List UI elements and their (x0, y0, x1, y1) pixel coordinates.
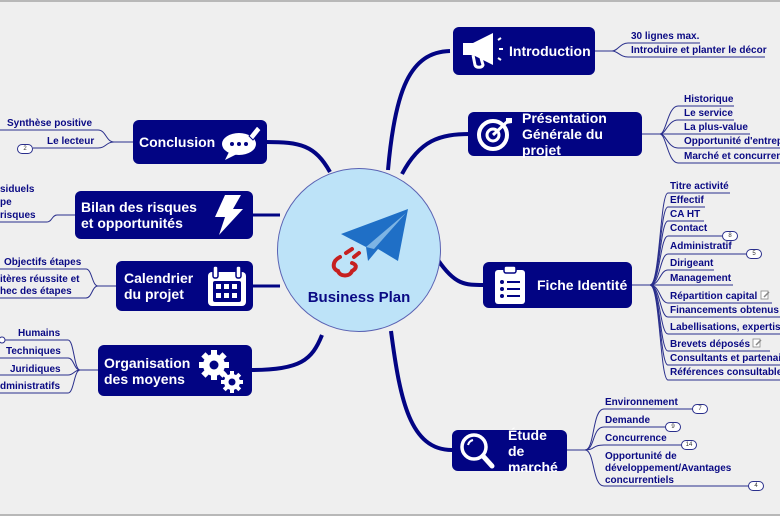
leaf-opportunite-developpement[interactable]: Opportunité de développement/Avantages c… (605, 451, 732, 486)
leaf-environnement[interactable]: Environnement (605, 397, 678, 408)
branch-organisation (251, 334, 324, 372)
branch-introduction (386, 49, 451, 171)
leaf-le-service[interactable]: Le service (684, 108, 733, 119)
leaf-risques[interactable]: risques (0, 210, 36, 221)
leaf-financements[interactable]: Financements obtenus (670, 305, 779, 316)
leaf-objectifs-etapes[interactable]: Objectifs étapes (4, 257, 82, 268)
node-introduction[interactable]: Introduction (453, 27, 595, 75)
lightning-icon (214, 195, 243, 235)
magnifier-icon (460, 432, 495, 468)
count-badge[interactable]: 2 (17, 144, 33, 154)
branch-fiche (436, 258, 485, 287)
count-badge[interactable]: 4 (748, 481, 764, 491)
node-conclusion[interactable]: Conclusion (133, 120, 267, 164)
paper-plane-icon (331, 209, 408, 278)
leaf-repartition-capital[interactable]: Répartition capital (670, 291, 758, 302)
node-label: Bilan des risques et opportunités (81, 199, 197, 231)
bottom-border (0, 514, 780, 516)
leaf-residuels[interactable]: siduels (0, 184, 35, 195)
leaf-humains[interactable]: Humains (18, 328, 61, 339)
target-icon (477, 118, 512, 151)
leaf-plus-value[interactable]: La plus-value (684, 122, 748, 133)
clipboard-list-icon (495, 265, 525, 304)
count-badge[interactable]: 8 (722, 231, 738, 241)
leaf-demande[interactable]: Demande (605, 415, 651, 426)
megaphone-icon (463, 33, 503, 69)
leaf-dirigeant[interactable]: Dirigeant (670, 258, 714, 269)
central-topic-title: Business Plan (307, 289, 411, 306)
calendar-icon (208, 265, 247, 306)
leaf-opportunite[interactable]: Opportunité d'entrep (684, 136, 780, 147)
leaf-techniques[interactable]: Techniques (6, 346, 61, 357)
leaf-30-lignes[interactable]: 30 lignes max. (631, 31, 700, 42)
leaf-criteres-reussite[interactable]: itères réussite et hec des étapes (0, 274, 80, 297)
node-fiche-identite[interactable]: Fiche Identité (483, 262, 632, 308)
node-label: Présentation Générale du projet (522, 110, 607, 158)
leaf-labellisations[interactable]: Labellisations, expertis (670, 322, 780, 333)
leaf-marche[interactable]: Marché et concurren (684, 151, 780, 162)
branch-etude (389, 330, 453, 452)
leaf-consultants[interactable]: Consultants et partenai (670, 353, 780, 364)
leaf-references[interactable]: Références consultable (670, 367, 780, 378)
top-border (0, 0, 780, 2)
node-etude-marche[interactable]: Étude de marché (452, 427, 567, 475)
leaf-historique[interactable]: Historique (684, 94, 734, 105)
branch-presentation (400, 132, 471, 175)
central-topic[interactable]: Business Plan (277, 168, 441, 332)
leaf-juridiques[interactable]: Juridiques (10, 364, 61, 375)
note-icon[interactable] (752, 338, 762, 348)
speech-bubble-pen-icon (222, 125, 262, 160)
branch-conclusion (265, 140, 332, 173)
node-bilan-risques[interactable]: Bilan des risques et opportunités (75, 191, 253, 239)
leaf-effectif[interactable]: Effectif (670, 195, 704, 206)
node-presentation[interactable]: Présentation Générale du projet (468, 110, 642, 158)
node-organisation[interactable]: Organisation des moyens (98, 345, 252, 396)
node-label: Introduction (509, 43, 591, 59)
node-label: Conclusion (139, 134, 216, 150)
leaf-le-lecteur[interactable]: Le lecteur (47, 136, 95, 147)
leaf-introduire[interactable]: Introduire et planter le décor (631, 45, 767, 56)
node-calendrier[interactable]: Calendrier du projet (116, 261, 253, 311)
leaf-ca-ht[interactable]: CA HT (670, 209, 701, 220)
count-badge[interactable]: 9 (665, 422, 681, 432)
leaf-administratif[interactable]: Administratif (670, 241, 732, 252)
node-label: Organisation des moyens (104, 354, 191, 387)
leaf-synthese-positive[interactable]: Synthèse positive (7, 118, 93, 129)
leaf-brevets[interactable]: Brevets déposés (670, 339, 751, 350)
leaf-management[interactable]: Management (670, 273, 732, 284)
node-label: Fiche Identité (537, 277, 628, 293)
leaf-titre-activite[interactable]: Titre activité (670, 181, 729, 192)
count-badge[interactable]: 14 (681, 440, 697, 450)
gears-icon (199, 349, 244, 393)
count-badge[interactable]: 7 (692, 404, 708, 414)
note-icon[interactable] (760, 290, 770, 300)
leaf-concurrence[interactable]: Concurrence (605, 433, 667, 444)
node-label: Calendrier du projet (124, 270, 194, 302)
leaf-contact[interactable]: Contact (670, 223, 708, 234)
node-label: Étude de marché (508, 426, 558, 475)
count-badge[interactable]: 5 (746, 249, 762, 259)
leaf-administratifs[interactable]: dministratifs (0, 381, 61, 392)
leaf-pe[interactable]: pe (0, 197, 12, 208)
